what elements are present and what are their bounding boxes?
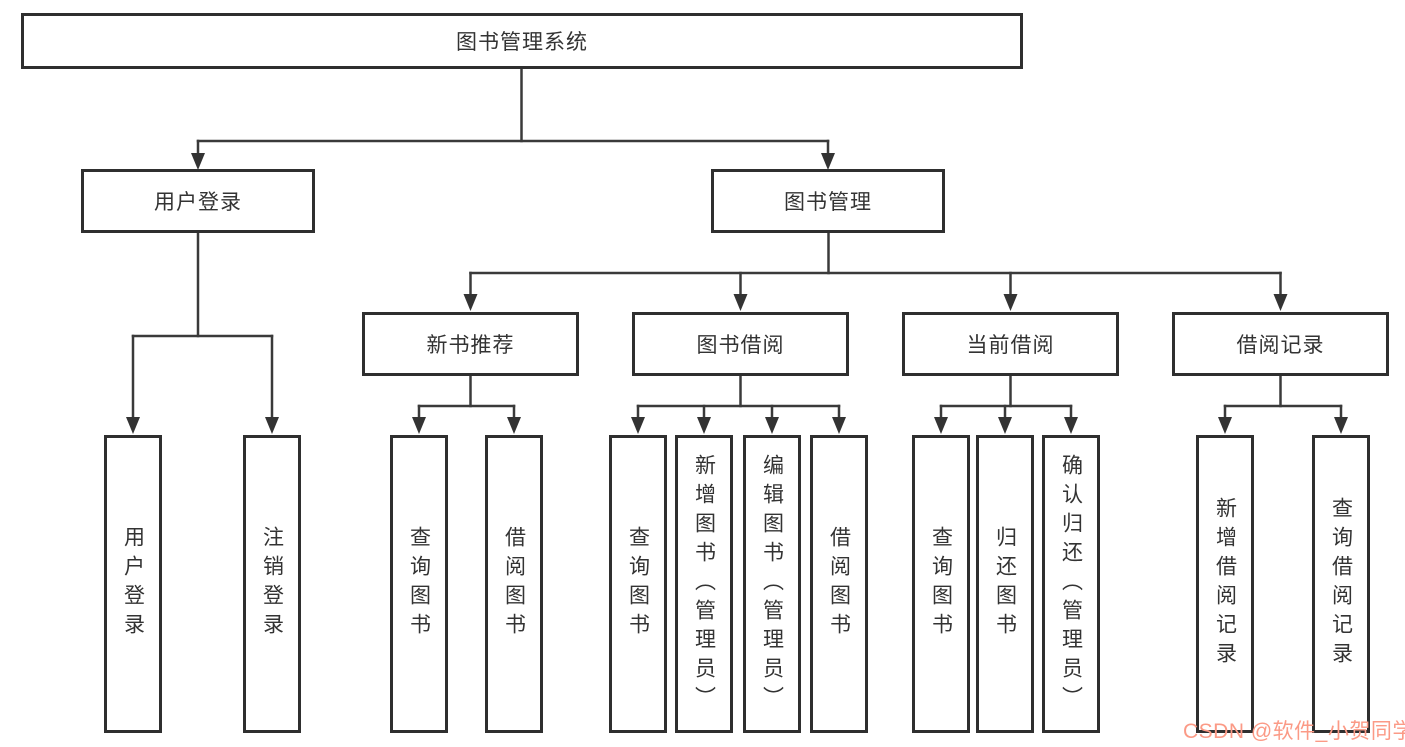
watermark: CSDN @软件_小贺同学 (1183, 720, 1405, 743)
node-label: 当前借阅 (966, 334, 1055, 357)
leaf-query-books-recommend: 查询图书 (390, 435, 448, 733)
node-label: 新增借阅记录 (1213, 497, 1237, 671)
node-new-book-recommend: 新书推荐 (362, 312, 579, 376)
node-book-mgmt-branch: 图书管理 (711, 169, 945, 233)
node-label: 图书管理 (784, 191, 872, 214)
node-label: 图书借阅 (696, 334, 785, 357)
node-borrow-records: 借阅记录 (1172, 312, 1389, 376)
leaf-return-books: 归还图书 (976, 435, 1034, 733)
arrowhead-icon (412, 417, 426, 434)
leaf-borrow-books-recommend: 借阅图书 (485, 435, 543, 733)
arrowhead-icon (507, 417, 521, 434)
node-book-borrow: 图书借阅 (632, 312, 849, 376)
node-label: 用户登录 (154, 191, 242, 214)
leaf-logout: 注销登录 (243, 435, 301, 733)
node-label: 新书推荐 (426, 334, 515, 357)
arrowhead-icon (733, 294, 748, 311)
node-label: 查询图书 (407, 526, 431, 642)
node-label: 注销登录 (260, 526, 284, 642)
leaf-query-borrow-record: 查询借阅记录 (1312, 435, 1370, 733)
node-label: 新增图书（管理员） (692, 453, 716, 715)
node-label: 借阅图书 (502, 526, 526, 642)
node-user-login-branch: 用户登录 (81, 169, 315, 233)
node-label: 用户登录 (121, 526, 145, 642)
node-label: 确认归还（管理员） (1059, 453, 1083, 715)
arrowhead-icon (1218, 417, 1232, 434)
node-label: 查询图书 (929, 526, 953, 642)
node-label: 借阅图书 (827, 526, 851, 642)
leaf-add-borrow-record: 新增借阅记录 (1196, 435, 1254, 733)
arrowhead-icon (126, 417, 140, 434)
leaf-add-books-admin: 新增图书（管理员） (675, 435, 733, 733)
arrowhead-icon (1273, 294, 1288, 311)
arrowhead-icon (1064, 417, 1078, 434)
arrowhead-icon (765, 417, 779, 434)
connector-root (191, 67, 835, 170)
arrowhead-icon (832, 417, 846, 434)
arrowhead-icon (697, 417, 711, 434)
node-label: 归还图书 (993, 526, 1017, 642)
node-root-system: 图书管理系统 (21, 13, 1023, 69)
connector-borrow-records (1218, 374, 1348, 434)
arrowhead-icon (463, 294, 478, 311)
connector-user-login (126, 231, 279, 434)
leaf-edit-books-admin: 编辑图书（管理员） (743, 435, 801, 733)
connector-book-borrow (631, 374, 846, 434)
connector-new-book (412, 374, 521, 434)
connector-book-mgmt (463, 231, 1288, 311)
leaf-query-books-current: 查询图书 (912, 435, 970, 733)
leaf-confirm-return-admin: 确认归还（管理员） (1042, 435, 1100, 733)
arrowhead-icon (934, 417, 948, 434)
node-label: 查询借阅记录 (1329, 497, 1353, 671)
arrowhead-icon (821, 153, 835, 170)
arrowhead-icon (631, 417, 645, 434)
leaf-borrow-books: 借阅图书 (810, 435, 868, 733)
node-current-borrow: 当前借阅 (902, 312, 1119, 376)
leaf-user-login: 用户登录 (104, 435, 162, 733)
arrowhead-icon (998, 417, 1012, 434)
arrowhead-icon (265, 417, 279, 434)
node-label: 查询图书 (626, 526, 650, 642)
connector-current-borrow (934, 374, 1078, 434)
node-label: 编辑图书（管理员） (760, 453, 784, 715)
leaf-query-books-borrow: 查询图书 (609, 435, 667, 733)
arrowhead-icon (191, 153, 205, 170)
arrowhead-icon (1003, 294, 1018, 311)
node-label: 图书管理系统 (456, 31, 588, 54)
arrowhead-icon (1334, 417, 1348, 434)
node-label: 借阅记录 (1236, 334, 1325, 357)
